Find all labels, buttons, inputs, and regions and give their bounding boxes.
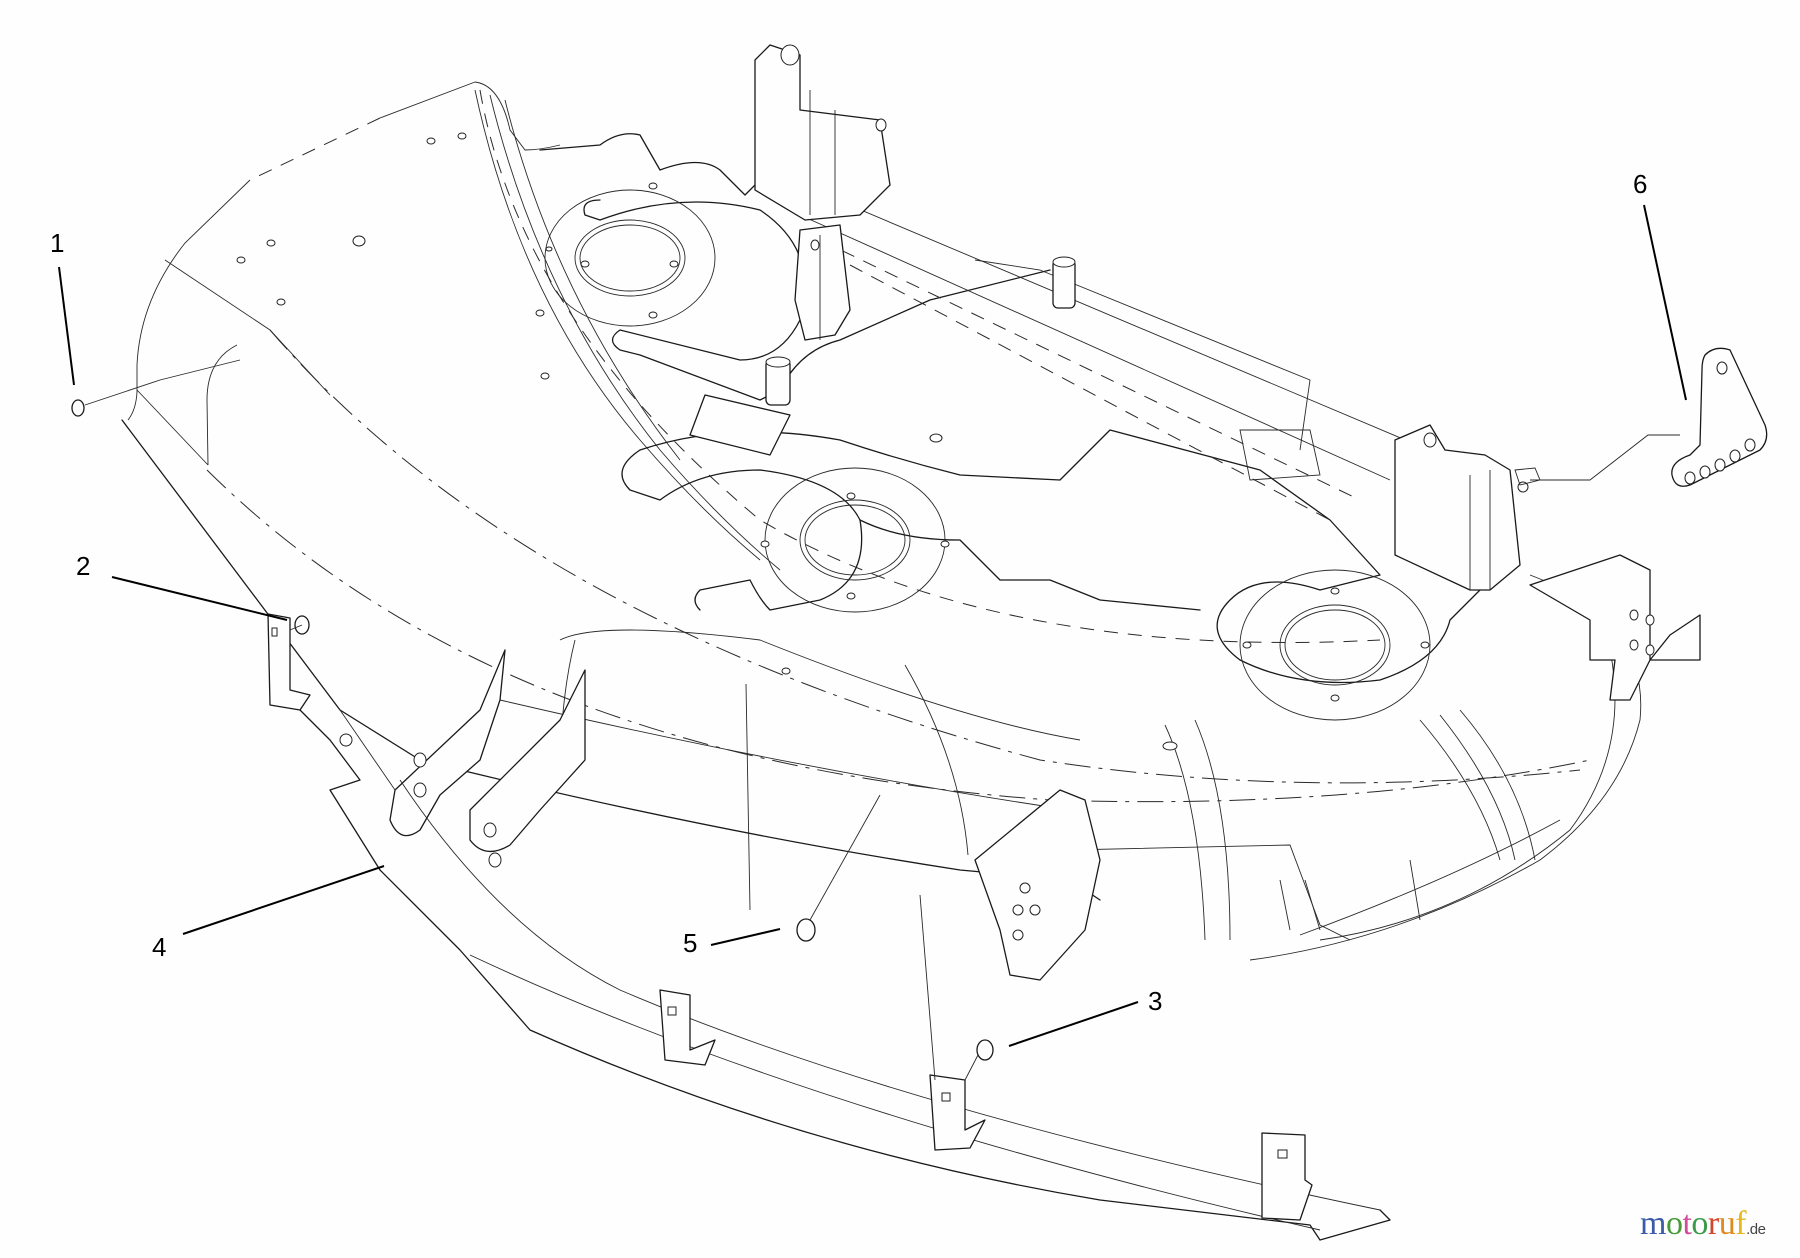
leader-line-4 <box>182 865 385 935</box>
watermark-letter: u <box>1718 1205 1736 1242</box>
leader-line-2 <box>111 576 288 621</box>
watermark-letter: t <box>1682 1205 1692 1242</box>
callout-1: 1 <box>50 228 65 258</box>
callout-5: 5 <box>683 928 698 958</box>
spindle-plate <box>236 132 1481 751</box>
leader-line-3 <box>1008 1001 1139 1047</box>
callout-2: 2 <box>76 551 91 581</box>
callout-3: 3 <box>1148 986 1163 1016</box>
callout-6: 6 <box>1633 169 1648 199</box>
watermark-letter: o <box>1665 1205 1683 1242</box>
watermark-letter: r <box>1707 1205 1719 1242</box>
leader-line-6 <box>1643 204 1687 401</box>
watermark-letter: o <box>1691 1205 1708 1242</box>
leader-line-1 <box>58 266 75 386</box>
rear-mount-bracket-right <box>1394 424 1529 591</box>
watermark-letter: f <box>1735 1205 1747 1242</box>
front-baffle <box>267 613 1391 1241</box>
front-hitch-brackets <box>339 649 1101 981</box>
watermark-logo: motoruf.de <box>1640 1205 1766 1243</box>
leader-lines <box>58 204 1687 1047</box>
right-hitch-plate <box>1529 554 1655 701</box>
rear-mount-bracket-left <box>754 44 891 341</box>
callout-4: 4 <box>152 932 167 962</box>
leader-line-5 <box>710 928 781 946</box>
height-adjust-bracket <box>1514 347 1768 487</box>
rear-pins <box>689 256 1701 661</box>
watermark-letter: m <box>1640 1205 1666 1242</box>
watermark-tld: .de <box>1746 1221 1766 1238</box>
rear-rail <box>789 179 1501 521</box>
hardware <box>71 359 994 1081</box>
